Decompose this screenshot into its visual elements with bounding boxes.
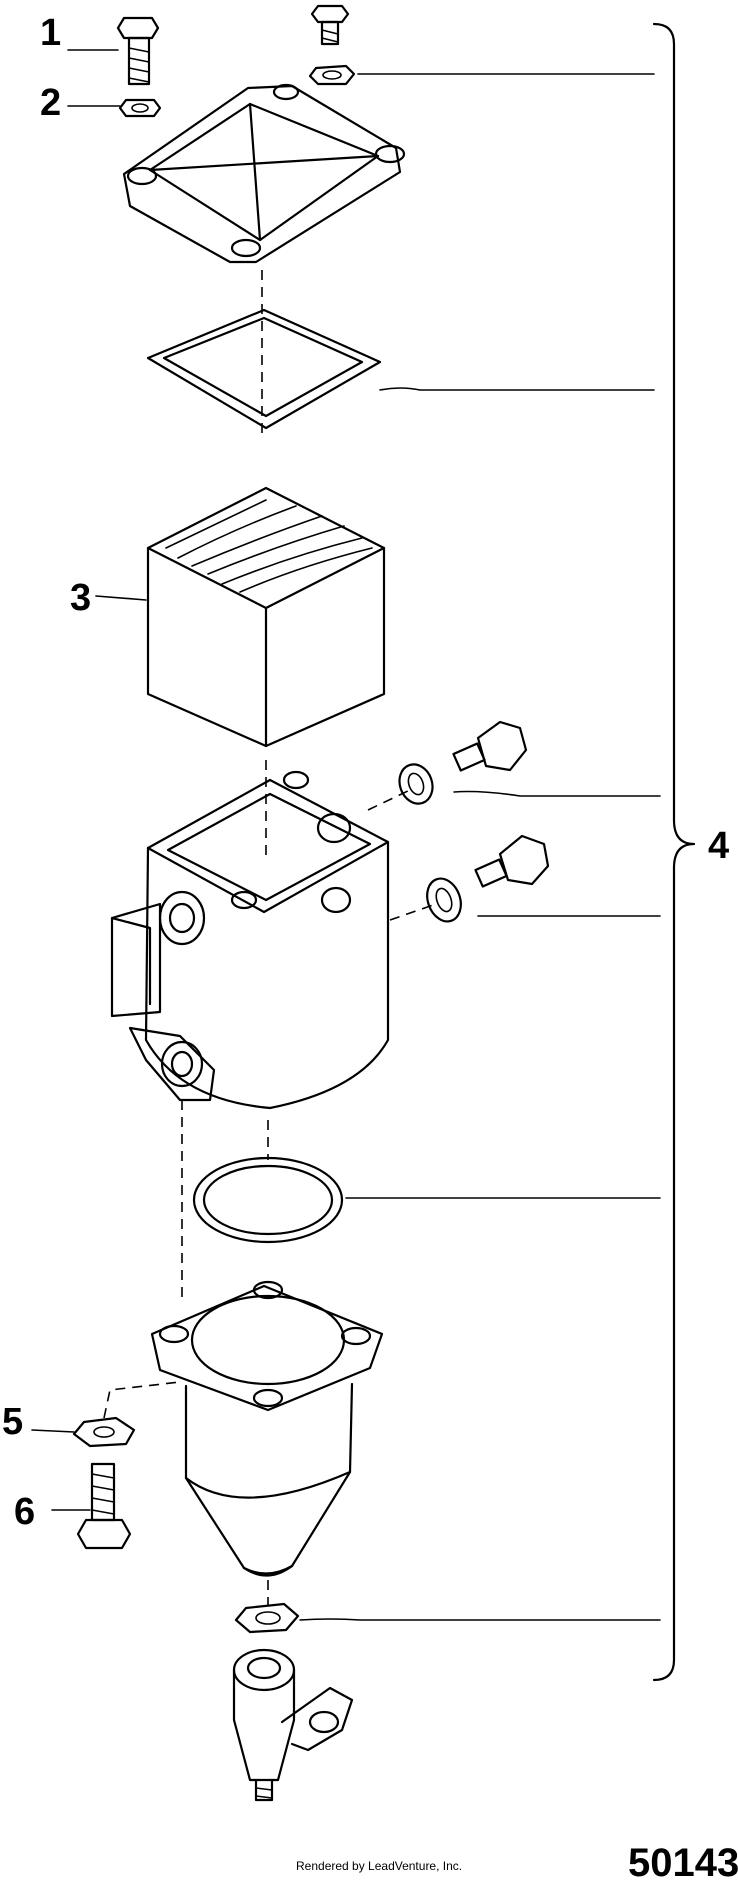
- bolt-top-left[interactable]: [116, 16, 160, 86]
- callout-4: 4: [708, 825, 729, 867]
- callout-3: 3: [70, 577, 91, 619]
- bowl-o-ring[interactable]: [192, 1156, 344, 1244]
- callout-5: 5: [2, 1401, 23, 1443]
- leader-3: [95, 595, 147, 601]
- filter-bowl[interactable]: [150, 1280, 384, 1577]
- leader-5: [31, 1429, 75, 1433]
- axis-plug-upper: [367, 789, 411, 811]
- axis-plug-lower: [389, 903, 437, 921]
- axis-washer: [103, 1381, 181, 1419]
- washer-plug-upper[interactable]: [394, 760, 438, 809]
- cover-gasket[interactable]: [146, 308, 382, 430]
- washer-top-right[interactable]: [308, 64, 356, 86]
- drain-valve[interactable]: [232, 1648, 354, 1802]
- washer-top-left[interactable]: [118, 98, 162, 118]
- screw-top-right[interactable]: [310, 4, 350, 46]
- credit-text: Rendered by LeadVenture, Inc.: [296, 1859, 462, 1873]
- group-bracket: [652, 22, 696, 1682]
- filter-housing[interactable]: [110, 770, 390, 1110]
- washer-drain[interactable]: [234, 1602, 300, 1634]
- callout-1: 1: [40, 12, 61, 54]
- callout-2: 2: [40, 82, 61, 124]
- filter-element[interactable]: [146, 486, 386, 748]
- figure-number: 50143: [628, 1841, 738, 1885]
- callout-6: 6: [14, 1491, 35, 1533]
- bolt-bottom[interactable]: [76, 1462, 132, 1550]
- bracket-leaders: [299, 73, 661, 1621]
- washer-plug-lower[interactable]: [421, 874, 466, 926]
- washer-bowl[interactable]: [72, 1416, 136, 1448]
- drain-plug-lower[interactable]: [474, 834, 550, 888]
- drain-plug-upper[interactable]: [452, 720, 528, 772]
- filter-cover[interactable]: [122, 83, 406, 264]
